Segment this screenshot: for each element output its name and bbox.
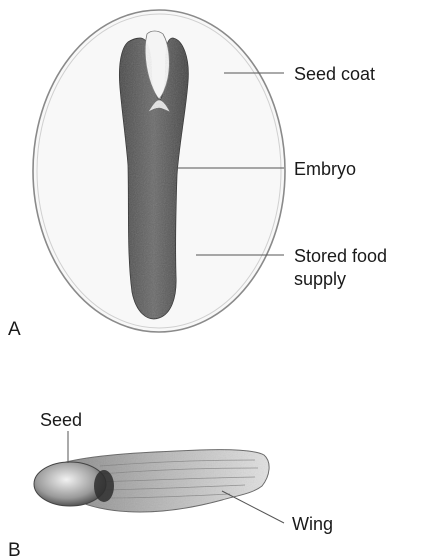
panel-b: Seed Wing B bbox=[8, 410, 333, 560]
seed-label: Seed bbox=[40, 410, 82, 430]
panel-a: Seed coat Embryo Stored food supply A bbox=[8, 10, 387, 340]
stored-food-label-line1: Stored food bbox=[294, 246, 387, 266]
stored-food-label-line2: supply bbox=[294, 269, 346, 289]
embryo-label: Embryo bbox=[294, 159, 356, 179]
wing-leader bbox=[222, 491, 284, 523]
panel-b-letter: B bbox=[8, 540, 21, 560]
seed-coat-label: Seed coat bbox=[294, 64, 375, 84]
seed-junction bbox=[94, 470, 114, 502]
panel-a-letter: A bbox=[8, 319, 21, 340]
wing-label: Wing bbox=[292, 514, 333, 534]
